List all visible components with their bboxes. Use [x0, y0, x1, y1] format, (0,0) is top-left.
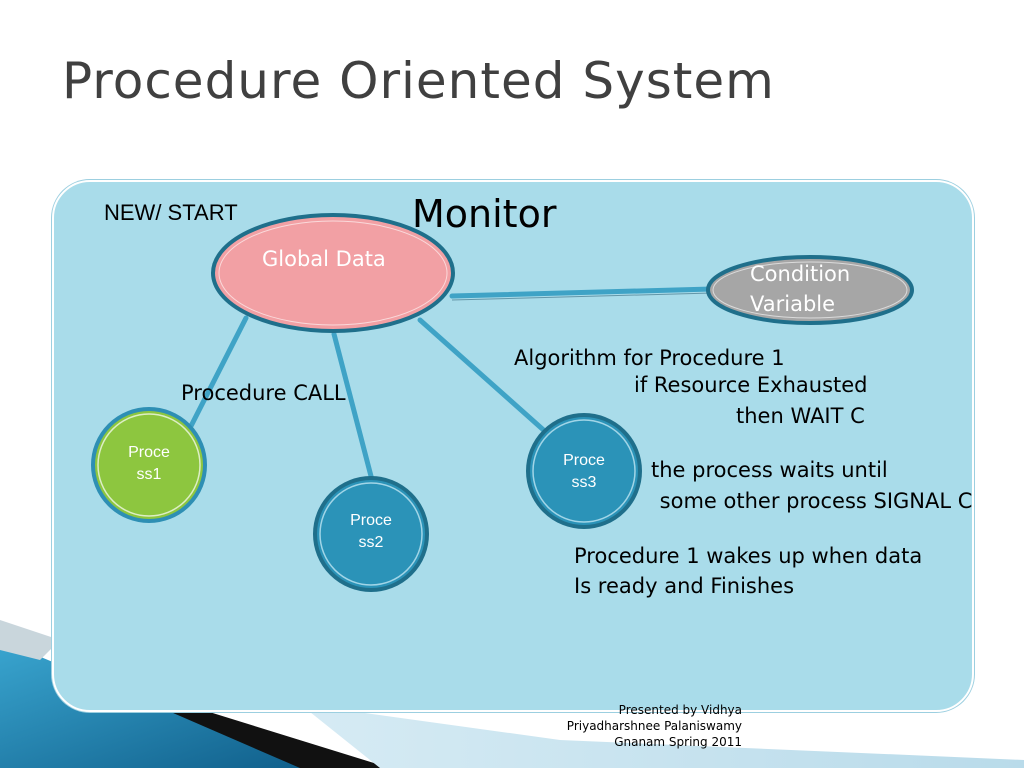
process3-label: Proce ss3 — [544, 450, 624, 494]
procedure-call-label: Procedure CALL — [181, 381, 346, 405]
wake-line-2: Is ready and Finishes — [574, 574, 795, 598]
wait-line-2: some other process SIGNAL C — [653, 489, 973, 513]
algorithm-line-3: then WAIT C — [736, 404, 865, 428]
condition-variable-label: Condition Variable — [750, 259, 850, 319]
connector-global-to-condition — [449, 286, 715, 299]
process3-label-line2: ss3 — [571, 474, 597, 491]
process3-label-line1: Proce — [563, 452, 605, 469]
stripe-light — [300, 704, 1024, 768]
condition-label-line2: Variable — [750, 292, 836, 316]
connector-global-to-process1 — [187, 315, 249, 431]
condition-label-line1: Condition — [750, 262, 851, 286]
process1-label: Proce ss1 — [109, 442, 189, 486]
process2-label: Proce ss2 — [331, 510, 411, 554]
connector-global-to-process3 — [417, 317, 551, 437]
new-start-label: NEW/ START — [104, 200, 238, 225]
process2-label-line1: Proce — [350, 512, 392, 529]
monitor-label: Monitor — [412, 192, 557, 236]
wait-line-1: the process waits until — [651, 458, 888, 482]
footer-line-2: Priyadharshnee Palaniswamy — [566, 719, 742, 733]
process3-node — [526, 413, 642, 529]
condition-variable-node — [706, 255, 914, 325]
process2-node — [313, 476, 429, 592]
connector-global-to-process2 — [331, 331, 375, 483]
process1-node — [91, 407, 207, 523]
process1-label-line1: Proce — [128, 444, 170, 461]
presenter-footer: Presented by Vidhya Priyadharshnee Palan… — [520, 702, 742, 750]
global-data-label: Global Data — [262, 247, 386, 271]
algorithm-line-1: Algorithm for Procedure 1 — [514, 346, 785, 370]
global-data-node — [211, 213, 455, 333]
stripe-blue — [0, 640, 360, 768]
process2-label-line2: ss2 — [358, 534, 384, 551]
stripe-gray — [0, 620, 60, 660]
process1-label-line2: ss1 — [136, 466, 162, 483]
algorithm-line-2: if Resource Exhausted — [634, 373, 868, 397]
footer-line-3: Gnanam Spring 2011 — [614, 735, 742, 749]
footer-line-1: Presented by Vidhya — [618, 703, 742, 717]
slide-title: Procedure Oriented System — [62, 52, 775, 110]
wake-line-1: Procedure 1 wakes up when data — [574, 544, 923, 568]
